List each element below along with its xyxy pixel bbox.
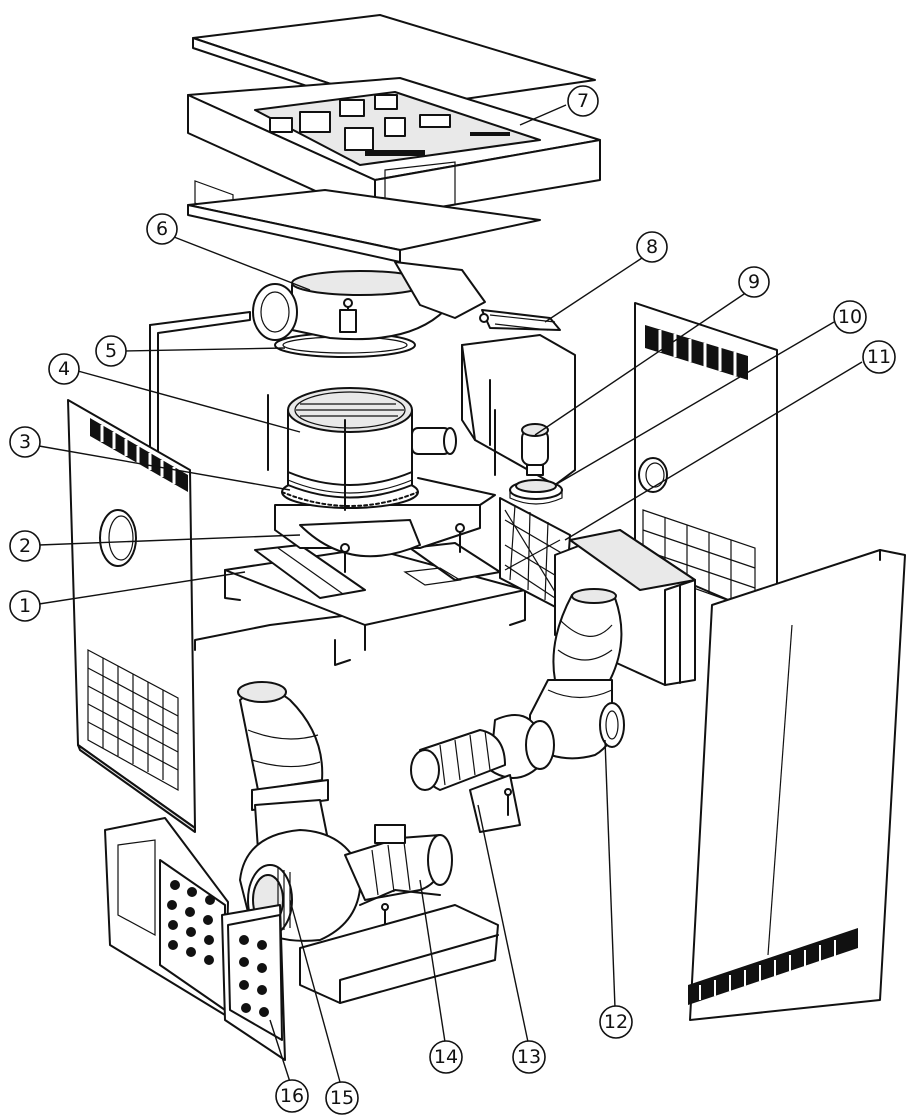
right-front-panel (688, 549, 906, 1021)
fan-housing (252, 261, 486, 341)
callout-3: 3 (9, 426, 41, 458)
callout-10: 10 (833, 300, 867, 334)
o-ring (274, 332, 416, 358)
filter-cassette (104, 817, 286, 1061)
callout-5: 5 (95, 335, 127, 367)
heat-exchanger (267, 387, 457, 511)
svg-text:2: 2 (19, 535, 31, 557)
svg-text:4: 4 (58, 358, 70, 380)
callout-2: 2 (9, 530, 41, 562)
callout-4: 4 (48, 353, 80, 385)
flange (509, 479, 563, 505)
svg-text:3: 3 (19, 431, 31, 453)
svg-text:7: 7 (577, 90, 589, 112)
siphon-box (461, 334, 576, 486)
svg-text:12: 12 (604, 1011, 628, 1033)
callout-9: 9 (738, 266, 770, 298)
svg-text:10: 10 (838, 306, 862, 328)
burner-base (274, 504, 481, 573)
callout-6: 6 (146, 213, 178, 245)
svg-text:15: 15 (330, 1087, 354, 1109)
callout-12: 12 (599, 1005, 633, 1039)
callout-7: 7 (567, 85, 599, 117)
svg-text:1: 1 (19, 595, 31, 617)
igniter (479, 309, 561, 331)
callouts: 1 2 3 4 5 6 7 8 (9, 85, 896, 1115)
svg-text:9: 9 (748, 271, 760, 293)
left-side-panel (67, 399, 196, 833)
control-box (187, 77, 601, 219)
callout-15: 15 (325, 1081, 359, 1115)
callout-14: 14 (429, 1040, 463, 1074)
base-tray (299, 889, 499, 1004)
svg-text:8: 8 (646, 236, 658, 258)
rear-frame (149, 311, 351, 651)
svg-text:14: 14 (434, 1046, 458, 1068)
gas-valve (521, 423, 549, 476)
svg-text:6: 6 (156, 218, 168, 240)
svg-text:16: 16 (280, 1085, 304, 1107)
leader-lines (38, 104, 863, 1083)
svg-text:13: 13 (517, 1046, 541, 1068)
callout-8: 8 (636, 231, 668, 263)
svg-text:11: 11 (867, 346, 891, 368)
right-blower-motor (410, 714, 555, 833)
callout-11: 11 (862, 340, 896, 374)
callout-13: 13 (512, 1040, 546, 1074)
callout-1: 1 (9, 590, 41, 622)
svg-text:5: 5 (105, 340, 117, 362)
bottom-plate (187, 189, 541, 263)
base-frame (224, 542, 526, 666)
callout-16: 16 (275, 1079, 309, 1113)
